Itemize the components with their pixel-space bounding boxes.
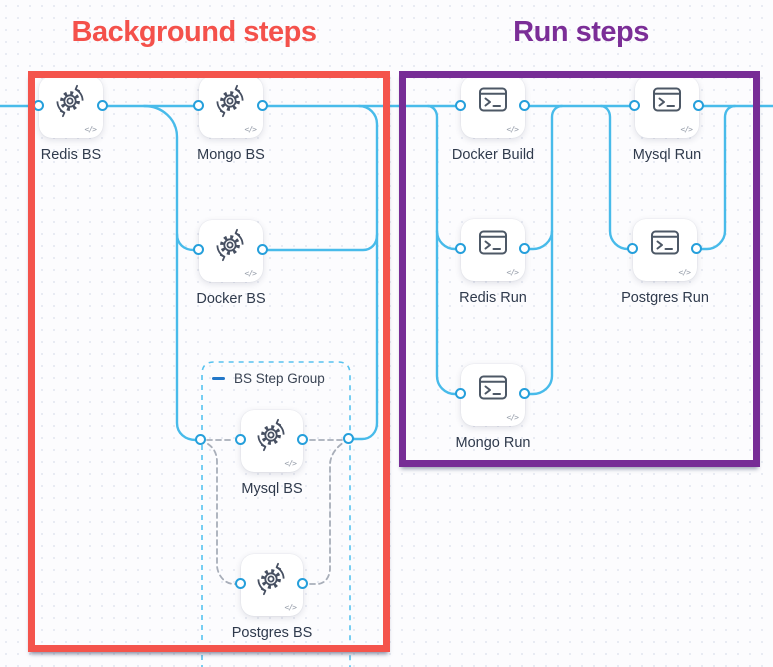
port-dot[interactable] bbox=[519, 388, 530, 399]
port-dot[interactable] bbox=[455, 243, 466, 254]
step-node-postgres-bs[interactable]: </> bbox=[241, 554, 303, 616]
step-node-redis-bs[interactable]: </> bbox=[39, 76, 103, 138]
sync-gear-icon bbox=[213, 226, 249, 262]
node-label-mysql-run: Mysql Run bbox=[632, 147, 702, 163]
code-icon: </> bbox=[678, 268, 691, 277]
connector-line bbox=[426, 104, 462, 396]
node-label-postgres-run: Postgres Run bbox=[621, 290, 709, 306]
port-dot[interactable] bbox=[691, 243, 702, 254]
node-label-redis-bs: Redis BS bbox=[40, 147, 102, 163]
port-dot[interactable] bbox=[193, 244, 204, 255]
group-connector-line bbox=[309, 440, 347, 585]
group-port-dot[interactable] bbox=[343, 433, 354, 444]
code-icon: </> bbox=[244, 269, 257, 278]
step-node-redis-run[interactable]: </> bbox=[461, 219, 525, 281]
code-icon: </> bbox=[284, 603, 297, 612]
terminal-icon bbox=[475, 82, 511, 118]
step-group-border bbox=[201, 361, 351, 667]
node-label-postgres-bs: Postgres BS bbox=[231, 625, 313, 641]
port-dot[interactable] bbox=[519, 243, 530, 254]
code-icon: </> bbox=[680, 125, 693, 134]
node-label-redis-run: Redis Run bbox=[459, 290, 527, 306]
sync-gear-icon bbox=[254, 560, 290, 596]
minus-icon[interactable] bbox=[212, 377, 225, 380]
port-dot[interactable] bbox=[455, 100, 466, 111]
port-dot[interactable] bbox=[627, 243, 638, 254]
step-node-postgres-run[interactable]: </> bbox=[633, 219, 697, 281]
step-group-header: BS Step Group bbox=[212, 371, 325, 386]
port-dot[interactable] bbox=[257, 244, 268, 255]
connector-line bbox=[523, 104, 564, 396]
terminal-icon bbox=[475, 225, 511, 261]
port-dot[interactable] bbox=[297, 434, 308, 445]
step-node-mongo-run[interactable]: </> bbox=[461, 364, 525, 426]
connector-line bbox=[523, 229, 554, 251]
sync-gear-icon bbox=[254, 416, 290, 452]
group-connector-line bbox=[207, 443, 240, 585]
node-label-docker-bs: Docker BS bbox=[196, 291, 266, 307]
group-port-dot[interactable] bbox=[195, 434, 206, 445]
port-dot[interactable] bbox=[97, 100, 108, 111]
terminal-icon bbox=[475, 370, 511, 406]
step-node-docker-bs[interactable]: </> bbox=[199, 220, 263, 282]
port-dot[interactable] bbox=[519, 100, 530, 111]
code-icon: </> bbox=[84, 125, 97, 134]
connector-line bbox=[435, 229, 462, 251]
port-dot[interactable] bbox=[629, 100, 640, 111]
step-node-mysql-run[interactable]: </> bbox=[635, 76, 699, 138]
port-dot[interactable] bbox=[297, 578, 308, 589]
port-dot[interactable] bbox=[235, 434, 246, 445]
code-icon: </> bbox=[284, 459, 297, 468]
terminal-icon bbox=[649, 82, 685, 118]
code-icon: </> bbox=[506, 413, 519, 422]
code-icon: </> bbox=[506, 268, 519, 277]
code-icon: </> bbox=[244, 125, 257, 134]
node-label-mongo-bs: Mongo BS bbox=[197, 147, 265, 163]
sync-gear-icon bbox=[213, 82, 249, 118]
node-label-docker-build: Docker Build bbox=[451, 147, 535, 163]
node-label-mysql-bs: Mysql BS bbox=[241, 481, 303, 497]
connector-line bbox=[262, 233, 379, 252]
terminal-icon bbox=[647, 225, 683, 261]
code-icon: </> bbox=[506, 125, 519, 134]
port-dot[interactable] bbox=[33, 100, 44, 111]
sync-gear-icon bbox=[53, 82, 89, 118]
step-group-label: BS Step Group bbox=[234, 371, 325, 386]
node-label-mongo-run: Mongo Run bbox=[455, 435, 531, 451]
connector-line bbox=[348, 104, 379, 441]
step-node-docker-build[interactable]: </> bbox=[461, 76, 525, 138]
step-node-mysql-bs[interactable]: </> bbox=[241, 410, 303, 472]
connector-line bbox=[695, 104, 737, 251]
connector-line bbox=[599, 104, 634, 251]
port-dot[interactable] bbox=[455, 388, 466, 399]
run-steps-title: Run steps bbox=[513, 16, 649, 48]
background-steps-title: Background steps bbox=[71, 16, 318, 48]
port-dot[interactable] bbox=[693, 100, 704, 111]
connector-line bbox=[142, 104, 202, 442]
port-dot[interactable] bbox=[235, 578, 246, 589]
step-node-mongo-bs[interactable]: </> bbox=[199, 76, 263, 138]
port-dot[interactable] bbox=[193, 100, 204, 111]
port-dot[interactable] bbox=[257, 100, 268, 111]
